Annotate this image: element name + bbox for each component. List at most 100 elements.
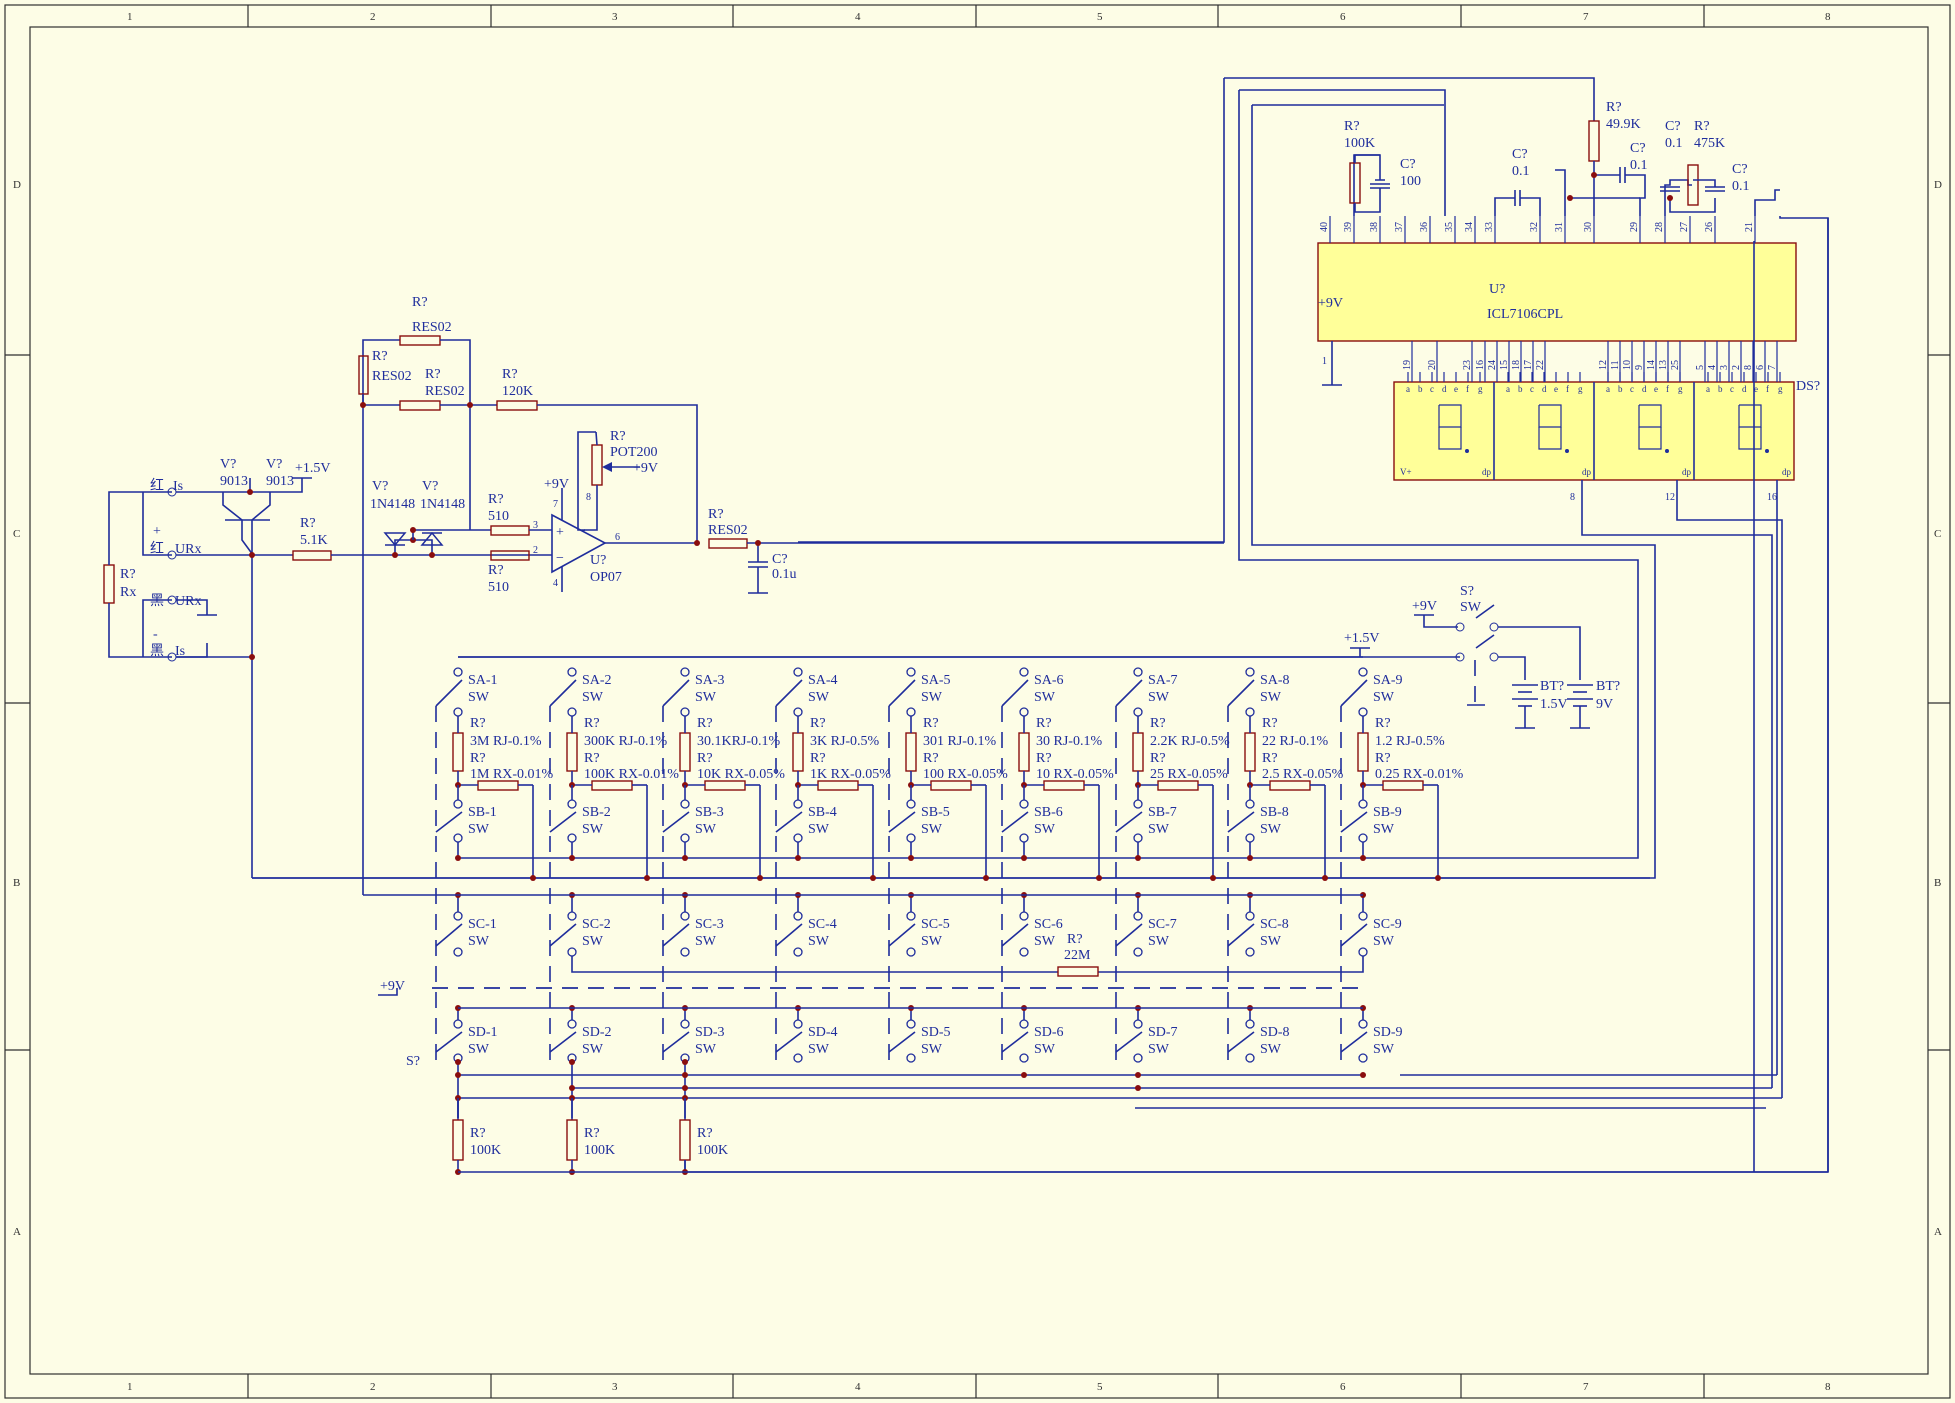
display-digit-4-seg-label: e — [1754, 384, 1758, 394]
bt1-ref: BT? — [1540, 679, 1564, 694]
r-out-ref: R? — [708, 507, 724, 522]
zone-row-right-B: B — [1934, 877, 1941, 889]
v2-value: 9013 — [266, 474, 294, 489]
zone-row-left-A: A — [13, 1226, 21, 1238]
r120-value: 120K — [502, 384, 533, 399]
switch-sb-4[interactable]: SB-4SW — [775, 799, 837, 843]
c100-value: 100 — [1400, 174, 1421, 189]
switch-sa-4-sw: SW — [808, 690, 830, 705]
v2-ref: V? — [266, 457, 282, 472]
switch-sc-2[interactable]: SC-2SW — [549, 911, 611, 957]
switch-sa-8[interactable]: SA-8SW — [1227, 667, 1290, 717]
ic-top-pin-label: 35 — [1444, 222, 1455, 232]
display-digit-2-seg-label: g — [1578, 384, 1583, 394]
switch-sb-3[interactable]: SB-3SW — [662, 799, 724, 843]
switch-sa-6-sw: SW — [1034, 690, 1056, 705]
switch-sc-1[interactable]: SC-1SW — [435, 911, 497, 957]
terminal-4-label: Is — [175, 644, 185, 659]
switch-sa-5[interactable]: SA-5SW — [888, 667, 951, 717]
switch-sd-3[interactable]: SD-3SW — [662, 1019, 725, 1063]
r510a-ref: R? — [488, 492, 504, 507]
switch-sd-8[interactable]: SD-8SW — [1227, 1019, 1290, 1063]
ic-supply: +9V — [1318, 296, 1343, 311]
r-out-value: RES02 — [708, 523, 748, 538]
switch-sb-9[interactable]: SB-9SW — [1340, 799, 1402, 843]
pot-supply: +9V — [633, 461, 658, 476]
switch-sd-7[interactable]: SD-7SW — [1115, 1019, 1178, 1063]
display-digit-1-seg-label: d — [1442, 384, 1447, 394]
switch-sc-5-sw: SW — [921, 934, 943, 949]
switch-sd-4-label: SD-4 — [808, 1025, 838, 1040]
display-digit-3-seg-label: c — [1630, 384, 1634, 394]
switch-sb-2-label: SB-2 — [582, 805, 611, 820]
ic-top-pin-label: 29 — [1629, 222, 1640, 232]
display-pin-12: 12 — [1665, 492, 1675, 503]
switch-sa-6[interactable]: SA-6SW — [1001, 667, 1064, 717]
rx-value-8: 2.5 RX-0.05% — [1262, 767, 1344, 782]
terminal-2-color: 红 — [150, 541, 164, 557]
switch-sc-3[interactable]: SC-3SW — [662, 911, 724, 957]
terminal-1-color: 红 — [150, 478, 164, 494]
rj-ref-1: R? — [470, 716, 486, 731]
switch-sd-4-sw: SW — [808, 1042, 830, 1057]
switch-sd-9[interactable]: SD-9SW — [1340, 1019, 1403, 1063]
switch-sa-3[interactable]: SA-3SW — [662, 667, 725, 717]
switch-sc-5[interactable]: SC-5SW — [888, 911, 950, 957]
svg-text:+: + — [556, 525, 564, 540]
ic-bottom-pin-label: 17 — [1523, 360, 1534, 370]
r22m-value: 22M — [1064, 948, 1091, 963]
switch-sb-7[interactable]: SB-7SW — [1115, 799, 1177, 843]
zone-col-top-1: 1 — [127, 11, 133, 23]
switch-sa-2[interactable]: SA-2SW — [549, 667, 612, 717]
switch-sb-6[interactable]: SB-6SW — [1001, 799, 1063, 843]
display-digit-1-seg-label: e — [1454, 384, 1458, 394]
switch-sa-4[interactable]: SA-4SW — [775, 667, 838, 717]
ic-bottom-pin-label: 10 — [1622, 360, 1633, 370]
switch-sb-1[interactable]: SB-1SW — [435, 799, 497, 843]
rj-ref-7: R? — [1150, 716, 1166, 731]
power-plus9: +9V — [1412, 599, 1437, 614]
switch-sc-8[interactable]: SC-8SW — [1227, 911, 1289, 957]
bt2-ref: BT? — [1596, 679, 1620, 694]
display-digit-3-seg-label: e — [1654, 384, 1658, 394]
zone-col-top-4: 4 — [855, 11, 861, 23]
switch-sb-2-sw: SW — [582, 822, 604, 837]
ic-ref: U? — [1489, 282, 1505, 297]
switch-sd-2[interactable]: SD-2SW — [549, 1019, 612, 1063]
rx-value: Rx — [120, 585, 136, 600]
switch-sb-5[interactable]: SB-5SW — [888, 799, 950, 843]
switch-sd-5[interactable]: SD-5SW — [888, 1019, 951, 1063]
switch-sb-8[interactable]: SB-8SW — [1227, 799, 1289, 843]
switch-sa-9[interactable]: SA-9SW — [1340, 667, 1403, 717]
input-plus15: +1.5V — [295, 461, 331, 476]
switch-sb-2[interactable]: SB-2SW — [549, 799, 611, 843]
switch-sc-7[interactable]: SC-7SW — [1115, 911, 1177, 957]
r510b-ref: R? — [488, 563, 504, 578]
ic-bottom-pin-label: 11 — [1610, 360, 1621, 370]
switch-sd-6[interactable]: SD-6SW — [1001, 1019, 1064, 1063]
zone-col-top-6: 6 — [1340, 11, 1346, 23]
ic-top-pin-label: 26 — [1704, 222, 1715, 232]
rj-ref-6: R? — [1036, 716, 1052, 731]
zone-col-bottom-7: 7 — [1583, 1381, 1589, 1393]
switch-sd-1[interactable]: SD-1SW — [435, 1019, 498, 1063]
power-section: +9V S? SW +1.5V BT? 1.5V BT? 9V + — [378, 584, 1620, 1069]
switch-sc-3-label: SC-3 — [695, 917, 724, 932]
switch-sd-8-sw: SW — [1260, 1042, 1282, 1057]
terminal-4-sign: - — [153, 627, 158, 642]
switch-sc-4[interactable]: SC-4SW — [775, 911, 837, 957]
sd-plus9: +9V — [380, 979, 405, 994]
switch-sc-6[interactable]: SC-6SW — [1001, 911, 1063, 957]
switch-sc-9[interactable]: SC-9SW — [1340, 911, 1402, 957]
switch-sd-6-sw: SW — [1034, 1042, 1056, 1057]
rx-value-9: 0.25 RX-0.01% — [1375, 767, 1464, 782]
ic-bottom-pin-label: 8 — [1743, 365, 1754, 370]
switch-sa-1[interactable]: SA-1SW — [435, 667, 498, 717]
switch-sd-2-label: SD-2 — [582, 1025, 612, 1040]
display-digit-4-seg-label: d — [1742, 384, 1747, 394]
switch-sd-4[interactable]: SD-4SW — [775, 1019, 838, 1063]
